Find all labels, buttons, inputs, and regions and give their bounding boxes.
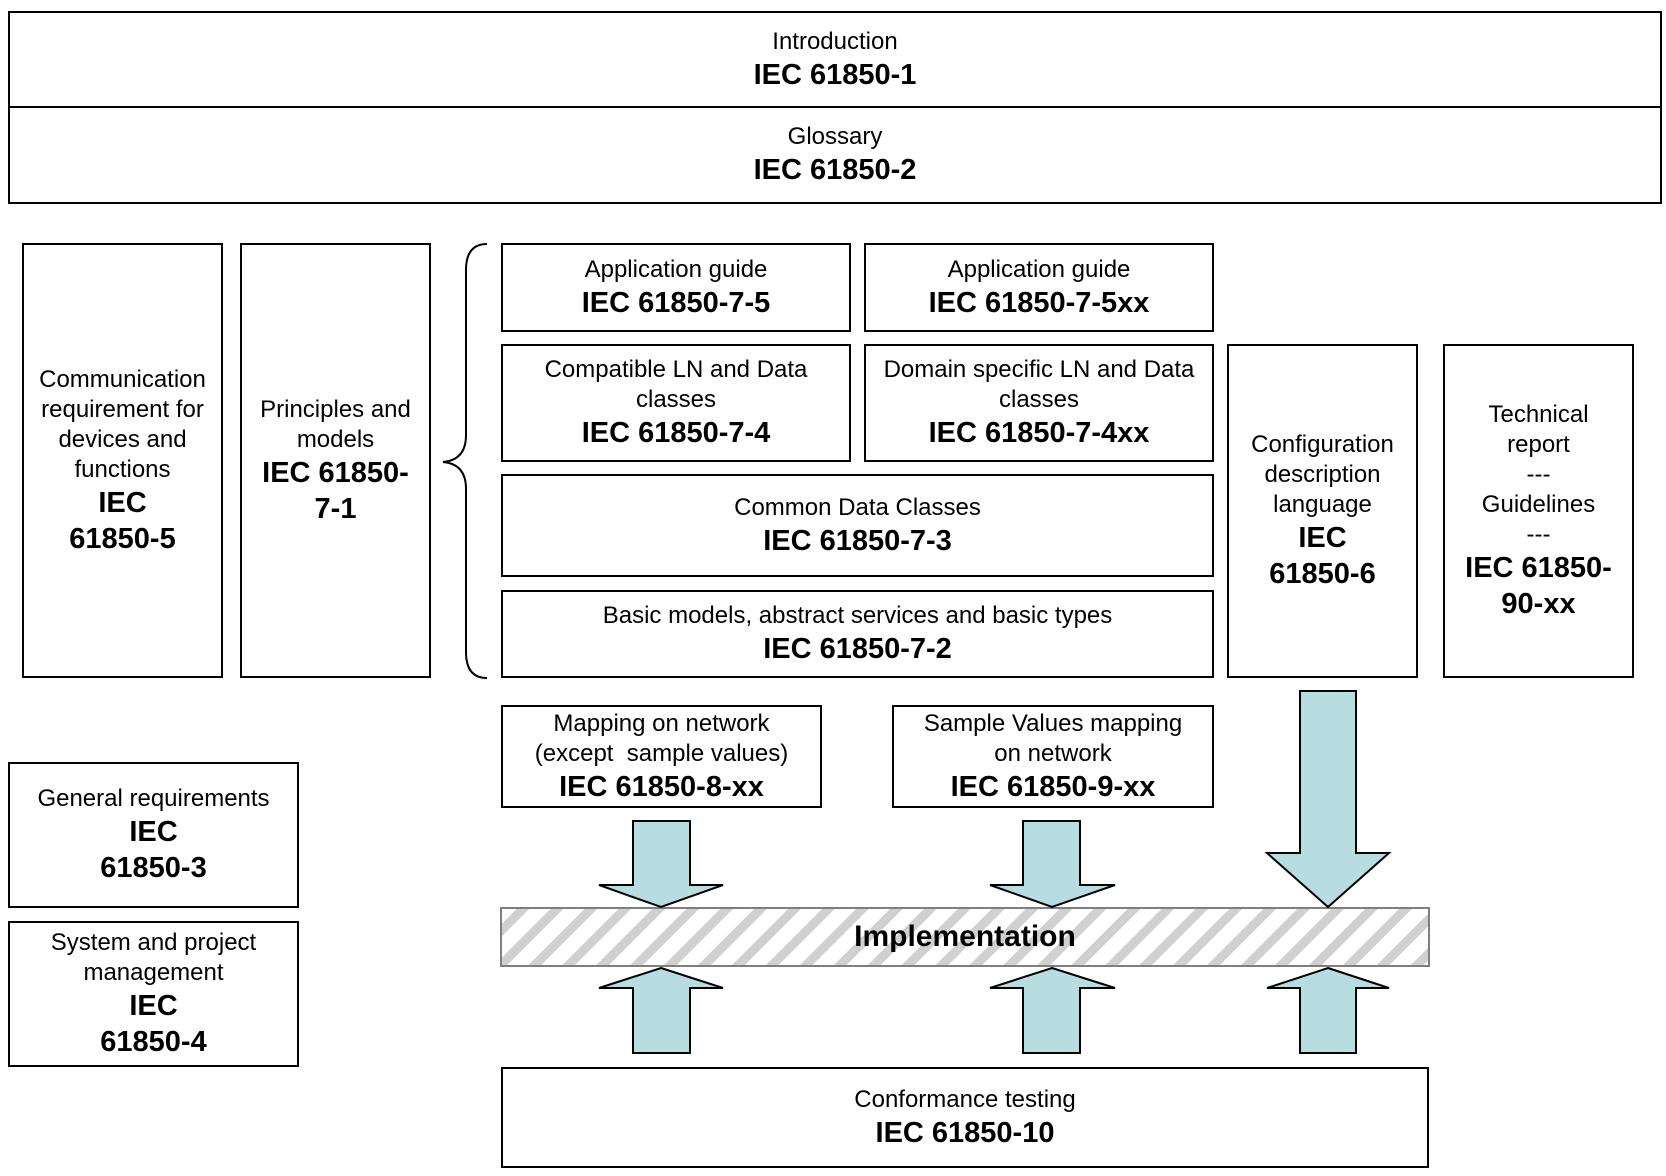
box-communication-requirement: Communication requirement for devices an… [22, 243, 223, 678]
box-common-data-classes: Common Data Classes IEC 61850-7-3 [501, 474, 1214, 577]
system-project-label: System and project management [50, 929, 257, 986]
box-principles-models: Principles and models IEC 61850-7-1 [240, 243, 431, 678]
compatible-ln-code: IEC 61850-7-4 [581, 417, 771, 449]
mapping-network-code: IEC 61850-8-xx [559, 770, 764, 803]
left-brace-icon [442, 243, 488, 679]
technical-report-label: Technical report [1488, 401, 1589, 458]
system-project-code: IEC 61850-4 [100, 990, 207, 1058]
sample-values-label: Sample Values mapping on network [923, 709, 1183, 767]
conformance-testing-label: Conformance testing [854, 1085, 1076, 1113]
technical-report-guidelines: Guidelines [1481, 491, 1596, 518]
up-arrow-icon [598, 966, 724, 1054]
principles-models-code: IEC 61850-7-1 [262, 456, 409, 525]
box-application-guide-xx: Application guide IEC 61850-7-5xx [864, 243, 1214, 332]
application-guide-xx-code: IEC 61850-7-5xx [928, 286, 1150, 319]
box-compatible-ln: Compatible LN and Data classes IEC 61850… [501, 344, 851, 462]
general-requirements-code: IEC 61850-3 [100, 816, 207, 884]
compatible-ln-label: Compatible LN and Data classes [544, 356, 808, 413]
technical-report-sep2: --- [1526, 521, 1551, 548]
application-guide-xx-label: Application guide [947, 255, 1131, 283]
domain-specific-ln-label: Domain specific LN and Data classes [883, 356, 1195, 413]
box-introduction: Introduction IEC 61850-1 [8, 11, 1662, 108]
box-domain-specific-ln: Domain specific LN and Data classes IEC … [864, 344, 1214, 462]
box-sample-values: Sample Values mapping on network IEC 618… [892, 705, 1214, 808]
domain-specific-ln-code: IEC 61850-7-4xx [928, 417, 1150, 449]
box-application-guide: Application guide IEC 61850-7-5 [501, 243, 851, 332]
introduction-code: IEC 61850-1 [753, 58, 917, 91]
basic-models-code: IEC 61850-7-2 [763, 633, 952, 665]
down-arrow-icon [1264, 690, 1392, 909]
glossary-label: Glossary [787, 123, 883, 150]
up-arrow-icon [1266, 966, 1390, 1054]
introduction-label: Introduction [772, 27, 898, 55]
principles-models-label: Principles and models [260, 395, 411, 453]
general-requirements-label: General requirements [37, 785, 270, 812]
conformance-testing-code: IEC 61850-10 [875, 1116, 1055, 1149]
common-data-classes-label: Common Data Classes [734, 493, 981, 521]
glossary-code: IEC 61850-2 [753, 154, 917, 186]
configuration-language-label: Configuration description language [1251, 431, 1394, 518]
box-general-requirements: General requirements IEC 61850-3 [8, 762, 299, 908]
up-arrow-icon [989, 966, 1116, 1054]
communication-requirement-label: Communication requirement for devices an… [39, 365, 206, 483]
implementation-bar [500, 907, 1430, 967]
implementation-label: Implementation [854, 920, 1076, 953]
down-arrow-icon [989, 820, 1116, 909]
configuration-language-code: IEC 61850-6 [1269, 522, 1376, 590]
down-arrow-icon [598, 820, 724, 909]
box-mapping-network: Mapping on network (except sample values… [501, 705, 822, 808]
technical-report-code: IEC 61850-90-xx [1465, 552, 1612, 620]
box-system-project: System and project management IEC 61850-… [8, 921, 299, 1067]
box-glossary: Glossary IEC 61850-2 [8, 106, 1662, 204]
basic-models-label: Basic models, abstract services and basi… [602, 602, 1113, 629]
communication-requirement-code: IEC 61850-5 [69, 486, 176, 555]
box-configuration-language: Configuration description language IEC 6… [1227, 344, 1418, 678]
common-data-classes-code: IEC 61850-7-3 [763, 524, 952, 557]
box-technical-report: Technical report --- Guidelines --- IEC … [1443, 344, 1634, 678]
application-guide-label: Application guide [584, 255, 768, 283]
box-conformance-testing: Conformance testing IEC 61850-10 [501, 1067, 1429, 1168]
box-basic-models: Basic models, abstract services and basi… [501, 590, 1214, 678]
sample-values-code: IEC 61850-9-xx [950, 770, 1156, 803]
mapping-network-label: Mapping on network (except sample values… [534, 709, 789, 767]
technical-report-sep1: --- [1526, 461, 1551, 488]
application-guide-code: IEC 61850-7-5 [581, 286, 771, 319]
